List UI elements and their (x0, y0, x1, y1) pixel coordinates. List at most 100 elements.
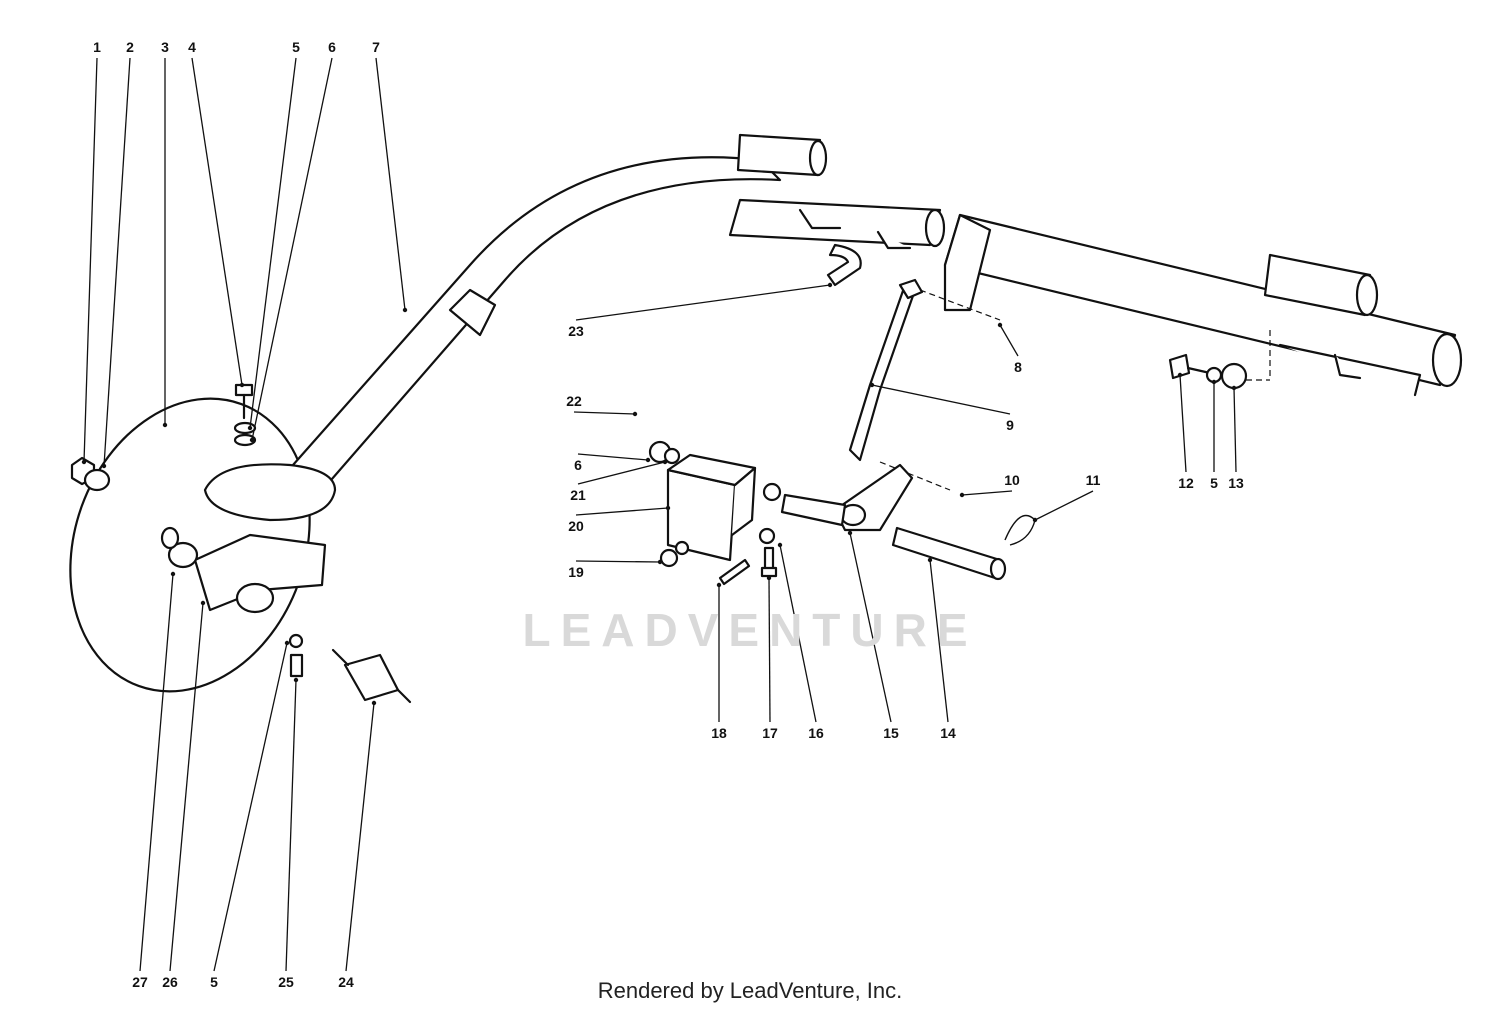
callout-label: 27 (132, 974, 148, 990)
callout-leader (213, 642, 288, 972)
callout-label: 4 (188, 39, 196, 55)
callout-label: 25 (278, 974, 294, 990)
callout-dot (997, 322, 1003, 328)
callout-dot (1211, 379, 1217, 385)
part-bolt-25 (289, 653, 304, 678)
callout-label: 13 (1228, 475, 1244, 491)
callout-leader (871, 384, 1011, 415)
callout-dot (1177, 372, 1183, 378)
callout-dot (716, 582, 722, 588)
part-bolt-4 (234, 383, 254, 397)
part-hairpin (1004, 514, 1036, 546)
callout-dot (657, 559, 663, 565)
callout-leader (375, 57, 406, 311)
footer-credit: Rendered by LeadVenture, Inc. (597, 978, 903, 1003)
callout-dot (284, 640, 290, 646)
callout-label: 19 (568, 564, 584, 580)
callout-label: 10 (1004, 472, 1020, 488)
callout-leader (849, 532, 892, 723)
callout-label: 5 (1210, 475, 1218, 491)
callout-leader (961, 490, 1013, 496)
callout-leader (1233, 387, 1237, 473)
part-mount-bracket (193, 533, 327, 612)
callout-dot (170, 571, 176, 577)
callout-dot (162, 422, 168, 428)
callout-dot (249, 437, 255, 443)
callout-leader (285, 679, 297, 972)
callout-leader (251, 57, 333, 441)
part-clip (826, 243, 862, 287)
callout-dot (101, 463, 107, 469)
callout-label: 17 (762, 725, 778, 741)
callout-dot (869, 382, 875, 388)
part-tube-end (728, 198, 942, 247)
callout-dot (1032, 517, 1038, 523)
callout-label: 5 (292, 39, 300, 55)
part-bolt-12 (1168, 353, 1191, 380)
callout-dot (777, 542, 783, 548)
callout-leader (577, 461, 666, 485)
callout-label: 16 (808, 725, 824, 741)
callout-leader (575, 507, 669, 516)
callout-leader (249, 57, 297, 429)
callout-dot (827, 282, 833, 288)
callout-label: 15 (883, 725, 899, 741)
callout-label: 24 (338, 974, 354, 990)
callout-label: 26 (162, 974, 178, 990)
callout-label: 7 (372, 39, 380, 55)
callout-leader (83, 57, 98, 463)
callout-dot (632, 411, 638, 417)
callout-label: 8 (1014, 359, 1022, 375)
callout-label: 6 (328, 39, 336, 55)
callout-dot (402, 307, 408, 313)
callout-label: 18 (711, 725, 727, 741)
part-bolt-18 (718, 558, 751, 586)
callout-dot (959, 492, 965, 498)
callout-dot (1231, 385, 1237, 391)
callout-leader (779, 544, 817, 723)
callout-dot (645, 457, 651, 463)
callout-leader (999, 324, 1019, 357)
callout-label: 2 (126, 39, 134, 55)
part-plate (203, 463, 337, 522)
callout-dot (239, 382, 245, 388)
callout-label: 21 (570, 487, 586, 503)
callout-leader (929, 559, 949, 723)
callout-label: 5 (210, 974, 218, 990)
callout-label: 12 (1178, 475, 1194, 491)
callout-label: 22 (566, 393, 582, 409)
callout-leader (191, 57, 243, 386)
callout-leader (169, 602, 204, 972)
callout-leader (575, 560, 661, 563)
part-pin (891, 526, 1002, 580)
callout-leader (573, 411, 636, 415)
callout-leader (577, 453, 649, 461)
callout-label: 11 (1086, 472, 1101, 488)
callout-dot (847, 530, 853, 536)
callout-dot (665, 505, 671, 511)
callout-label: 3 (161, 39, 169, 55)
callout-leader (139, 573, 174, 972)
callout-label: 9 (1006, 417, 1014, 433)
callout-leader (1034, 490, 1094, 521)
callout-label: 14 (940, 725, 956, 741)
callout-leader (1179, 374, 1187, 473)
callout-dot (81, 459, 87, 465)
callout-dot (200, 600, 206, 606)
callout-label: 1 (93, 39, 101, 55)
callout-leader (345, 702, 375, 972)
part-bearing (343, 653, 400, 702)
callout-leader (103, 57, 131, 467)
part-bolt-17 (763, 546, 775, 572)
callout-dot (371, 700, 377, 706)
callout-dot (766, 575, 772, 581)
callout-dot (247, 425, 253, 431)
callout-label: 6 (574, 457, 582, 473)
callout-leader (575, 284, 831, 321)
callout-dot (293, 677, 299, 683)
callout-label: 23 (568, 323, 584, 339)
callout-leader (768, 577, 771, 723)
callout-dot (662, 459, 668, 465)
part-rod (848, 283, 917, 462)
